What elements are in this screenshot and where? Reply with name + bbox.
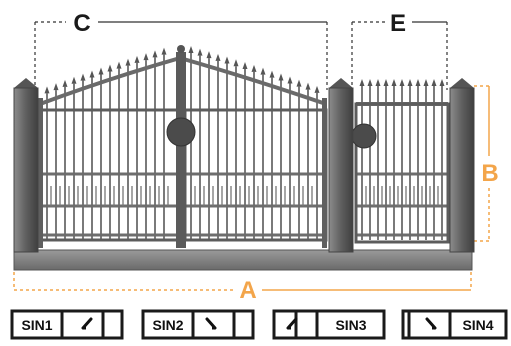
post-left (13, 78, 39, 253)
wicket-lock-ornament (351, 123, 377, 149)
dimension-b: B (474, 85, 499, 242)
base-plinth (13, 249, 473, 271)
wicket-finial (439, 79, 445, 86)
gate-finial (80, 73, 86, 81)
wicket-finials (359, 79, 445, 86)
gate-finial (116, 61, 122, 69)
dimension-label-b: B (481, 160, 498, 187)
gate-finial (197, 48, 203, 56)
gate-finial (233, 59, 239, 67)
wicket-finial (383, 79, 389, 86)
gate-finial (62, 79, 68, 87)
gate-finial (161, 47, 167, 55)
gate-finial (152, 50, 158, 58)
gate-finial (314, 85, 320, 93)
dimension-label-c: C (73, 10, 90, 37)
wicket-finial (431, 79, 437, 86)
wicket-finial (423, 79, 429, 86)
gate-right-stile (322, 98, 327, 248)
gate-finial (188, 46, 194, 54)
gate-finials (44, 46, 320, 94)
double-swing-gate (38, 45, 328, 248)
gate-finial (71, 76, 77, 84)
pedestrian-gate (351, 79, 450, 244)
wicket-finial (375, 79, 381, 86)
dimension-c: C (34, 10, 328, 90)
gate-finial (125, 58, 131, 66)
gate-finial (242, 61, 248, 69)
dimension-label-a: A (239, 277, 256, 304)
wicket-finial (359, 79, 365, 86)
gate-finial (269, 70, 275, 78)
center-finial (177, 45, 185, 53)
post-right-cap (450, 78, 474, 88)
gate-finial (260, 67, 266, 75)
wicket-finial (391, 79, 397, 86)
gate-lock-ornament (166, 117, 196, 147)
swing-up-left-icon (81, 317, 93, 330)
variant-code: SIN1 (21, 317, 52, 333)
wicket-short-spikes (365, 186, 439, 206)
variant-sin4: SIN4 (401, 309, 508, 340)
post-right (449, 78, 475, 253)
gate-finial (89, 70, 95, 78)
wicket-finial (415, 79, 421, 86)
gate-finial (134, 55, 140, 63)
dimension-label-e: E (390, 10, 406, 37)
wicket-bars (361, 86, 443, 240)
gate-finial (206, 51, 212, 59)
wicket-finial (399, 79, 405, 86)
gate-bars (46, 53, 318, 240)
post-middle-cap (329, 78, 353, 88)
dimension-e: E (351, 10, 448, 90)
post-left-cap (14, 78, 38, 88)
gate-finial (143, 53, 149, 61)
gate-short-spikes (50, 186, 313, 206)
variant-code: SIN2 (152, 317, 183, 333)
wicket-finial (407, 79, 413, 86)
gate-finial (98, 67, 104, 75)
variant-sin3: SIN3 (272, 309, 386, 340)
variant-code: SIN4 (462, 317, 493, 333)
swing-up-left-icon (286, 317, 298, 330)
wicket-frame (354, 102, 450, 244)
swing-variant-legend: SIN1 SIN2 SIN3 (10, 309, 508, 340)
gate-finial (224, 56, 230, 64)
variant-sin1: SIN1 (10, 309, 124, 340)
gate-finial (107, 64, 113, 72)
post-middle (328, 78, 354, 253)
gate-left-stile (38, 98, 43, 248)
gate-finial (251, 64, 257, 72)
swing-down-right-icon (205, 317, 217, 330)
swing-down-right-icon (425, 317, 437, 330)
gate-finial (44, 86, 50, 94)
gate-finial (287, 76, 293, 84)
gate-finial (53, 83, 59, 91)
gate-finial (278, 73, 284, 81)
gate-finial (305, 82, 311, 90)
variant-code: SIN3 (335, 317, 366, 333)
gate-center-stile (176, 52, 186, 248)
gate-finial (215, 53, 221, 61)
gate-finial (296, 79, 302, 87)
variant-sin2: SIN2 (141, 309, 255, 340)
dimension-a: A (13, 272, 472, 304)
wicket-finial (367, 79, 373, 86)
